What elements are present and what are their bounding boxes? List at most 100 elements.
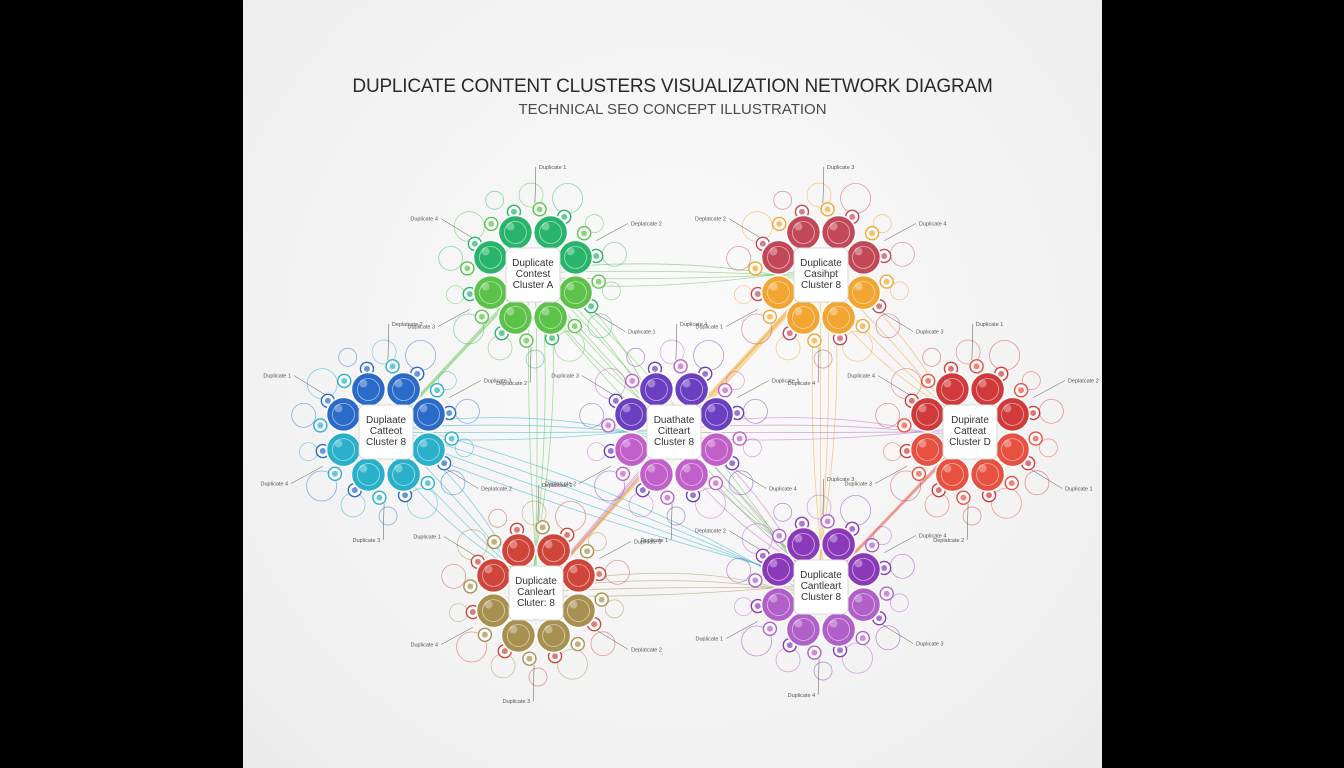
satellite-core (612, 397, 619, 404)
halo-ring (872, 214, 892, 233)
annotation-label: Duplicate 3 (916, 641, 944, 647)
annotation-leader (594, 312, 626, 332)
content-node-ring (852, 557, 875, 581)
content-node-highlight (481, 282, 490, 291)
cluster-hub-label-line: Contest (516, 269, 551, 280)
satellite-core (881, 252, 888, 259)
cluster-hub-label-line: Duplicate (800, 570, 842, 581)
content-node-ring (1001, 438, 1024, 462)
annotation-label: Duplicate 3 (634, 539, 662, 545)
content-node-ring (916, 438, 939, 462)
content-node (909, 396, 946, 433)
halo-ring (813, 349, 833, 369)
halo-ring (962, 506, 982, 526)
content-node-highlight (1003, 439, 1012, 448)
halo-ring (695, 487, 726, 519)
satellite-core (876, 303, 883, 310)
content-node-highlight (541, 307, 550, 316)
content-node-ring (767, 245, 790, 269)
annotation-label: Duplicate 1 (696, 325, 724, 331)
halo-ring (291, 402, 317, 428)
satellite-core (510, 208, 517, 215)
halo-ring (922, 347, 942, 367)
annotation-leader (1033, 380, 1066, 398)
annotation-label: Duplicate 4 (411, 643, 439, 649)
annotation-leader (596, 223, 629, 241)
content-node (410, 396, 447, 433)
annotation-leader (670, 503, 673, 540)
cluster-hub-label-line: Cluster 8 (366, 437, 406, 448)
content-node (560, 592, 597, 629)
annotation-leader (447, 469, 479, 489)
halo-ring (407, 487, 438, 519)
content-node-ring (506, 539, 530, 562)
halo-ring (405, 340, 436, 371)
satellite-core (595, 278, 602, 285)
annotation-leader (537, 485, 540, 522)
annotation-leader (382, 503, 385, 540)
halo-ring (806, 494, 832, 520)
satellite-core (441, 460, 448, 467)
cluster-hub-label-line: Duplicate (512, 258, 554, 269)
halo-ring (437, 371, 457, 390)
content-node-highlight (854, 247, 863, 256)
halo-ring (371, 339, 397, 365)
satellite-core (776, 220, 783, 227)
content-node-highlight (794, 534, 803, 543)
halo-ring (725, 371, 745, 390)
annotation-leader (822, 479, 825, 516)
satellite-core (552, 653, 559, 660)
cluster-hub-label-line: Cluter: 8 (517, 598, 555, 609)
satellite-core (605, 422, 612, 429)
annotation-label: Duplicate 1 (696, 637, 724, 643)
content-node-highlight (854, 594, 863, 603)
satellite-core (1018, 387, 1025, 394)
annotation-leader (440, 627, 473, 645)
annotation-label: Deplatcate 2 (631, 221, 662, 227)
cluster-hub-label-line: Duplicate (515, 576, 557, 587)
content-node-ring (392, 378, 416, 401)
satellite-core (341, 377, 348, 384)
annotation-label: Deplatcate 2 (542, 483, 573, 489)
annotation-leader (874, 466, 907, 484)
content-node-ring (976, 378, 1000, 401)
cluster-hub-box (646, 404, 702, 460)
halo-ring (602, 241, 627, 267)
content-node-ring (564, 245, 587, 269)
content-node (350, 371, 387, 408)
content-node (845, 551, 882, 588)
content-node-ring (503, 221, 527, 244)
content-node-highlight (394, 464, 403, 473)
halo-ring (441, 563, 467, 589)
content-node (472, 274, 509, 311)
annotation-label: Duplicate 4 (788, 693, 816, 699)
annotation-leader (534, 167, 537, 204)
annotation-leader (532, 664, 535, 701)
halo-ring (842, 330, 873, 362)
content-node (410, 431, 447, 468)
satellite-core (786, 642, 793, 649)
satellite-core (729, 460, 736, 467)
satellite-core (752, 577, 759, 584)
content-node-ring (791, 618, 815, 641)
annotation-leader (578, 466, 611, 484)
content-node (350, 456, 387, 493)
satellite-core (549, 335, 556, 342)
satellite-core (824, 206, 831, 213)
satellite-core (584, 548, 591, 555)
halo-ring (594, 470, 625, 502)
annotation-leader (599, 541, 632, 559)
satellite-core (883, 278, 890, 285)
content-node-ring (827, 306, 851, 329)
halo-ring (890, 593, 909, 613)
annotation-leader (728, 218, 760, 238)
content-node-ring (852, 281, 875, 305)
content-node-highlight (334, 439, 343, 448)
annotation-leader (817, 346, 820, 383)
content-node-ring (479, 281, 502, 305)
cluster-hub-box (793, 247, 849, 303)
annotation-label: Duplicate 3 (408, 325, 436, 331)
content-node (785, 214, 822, 251)
